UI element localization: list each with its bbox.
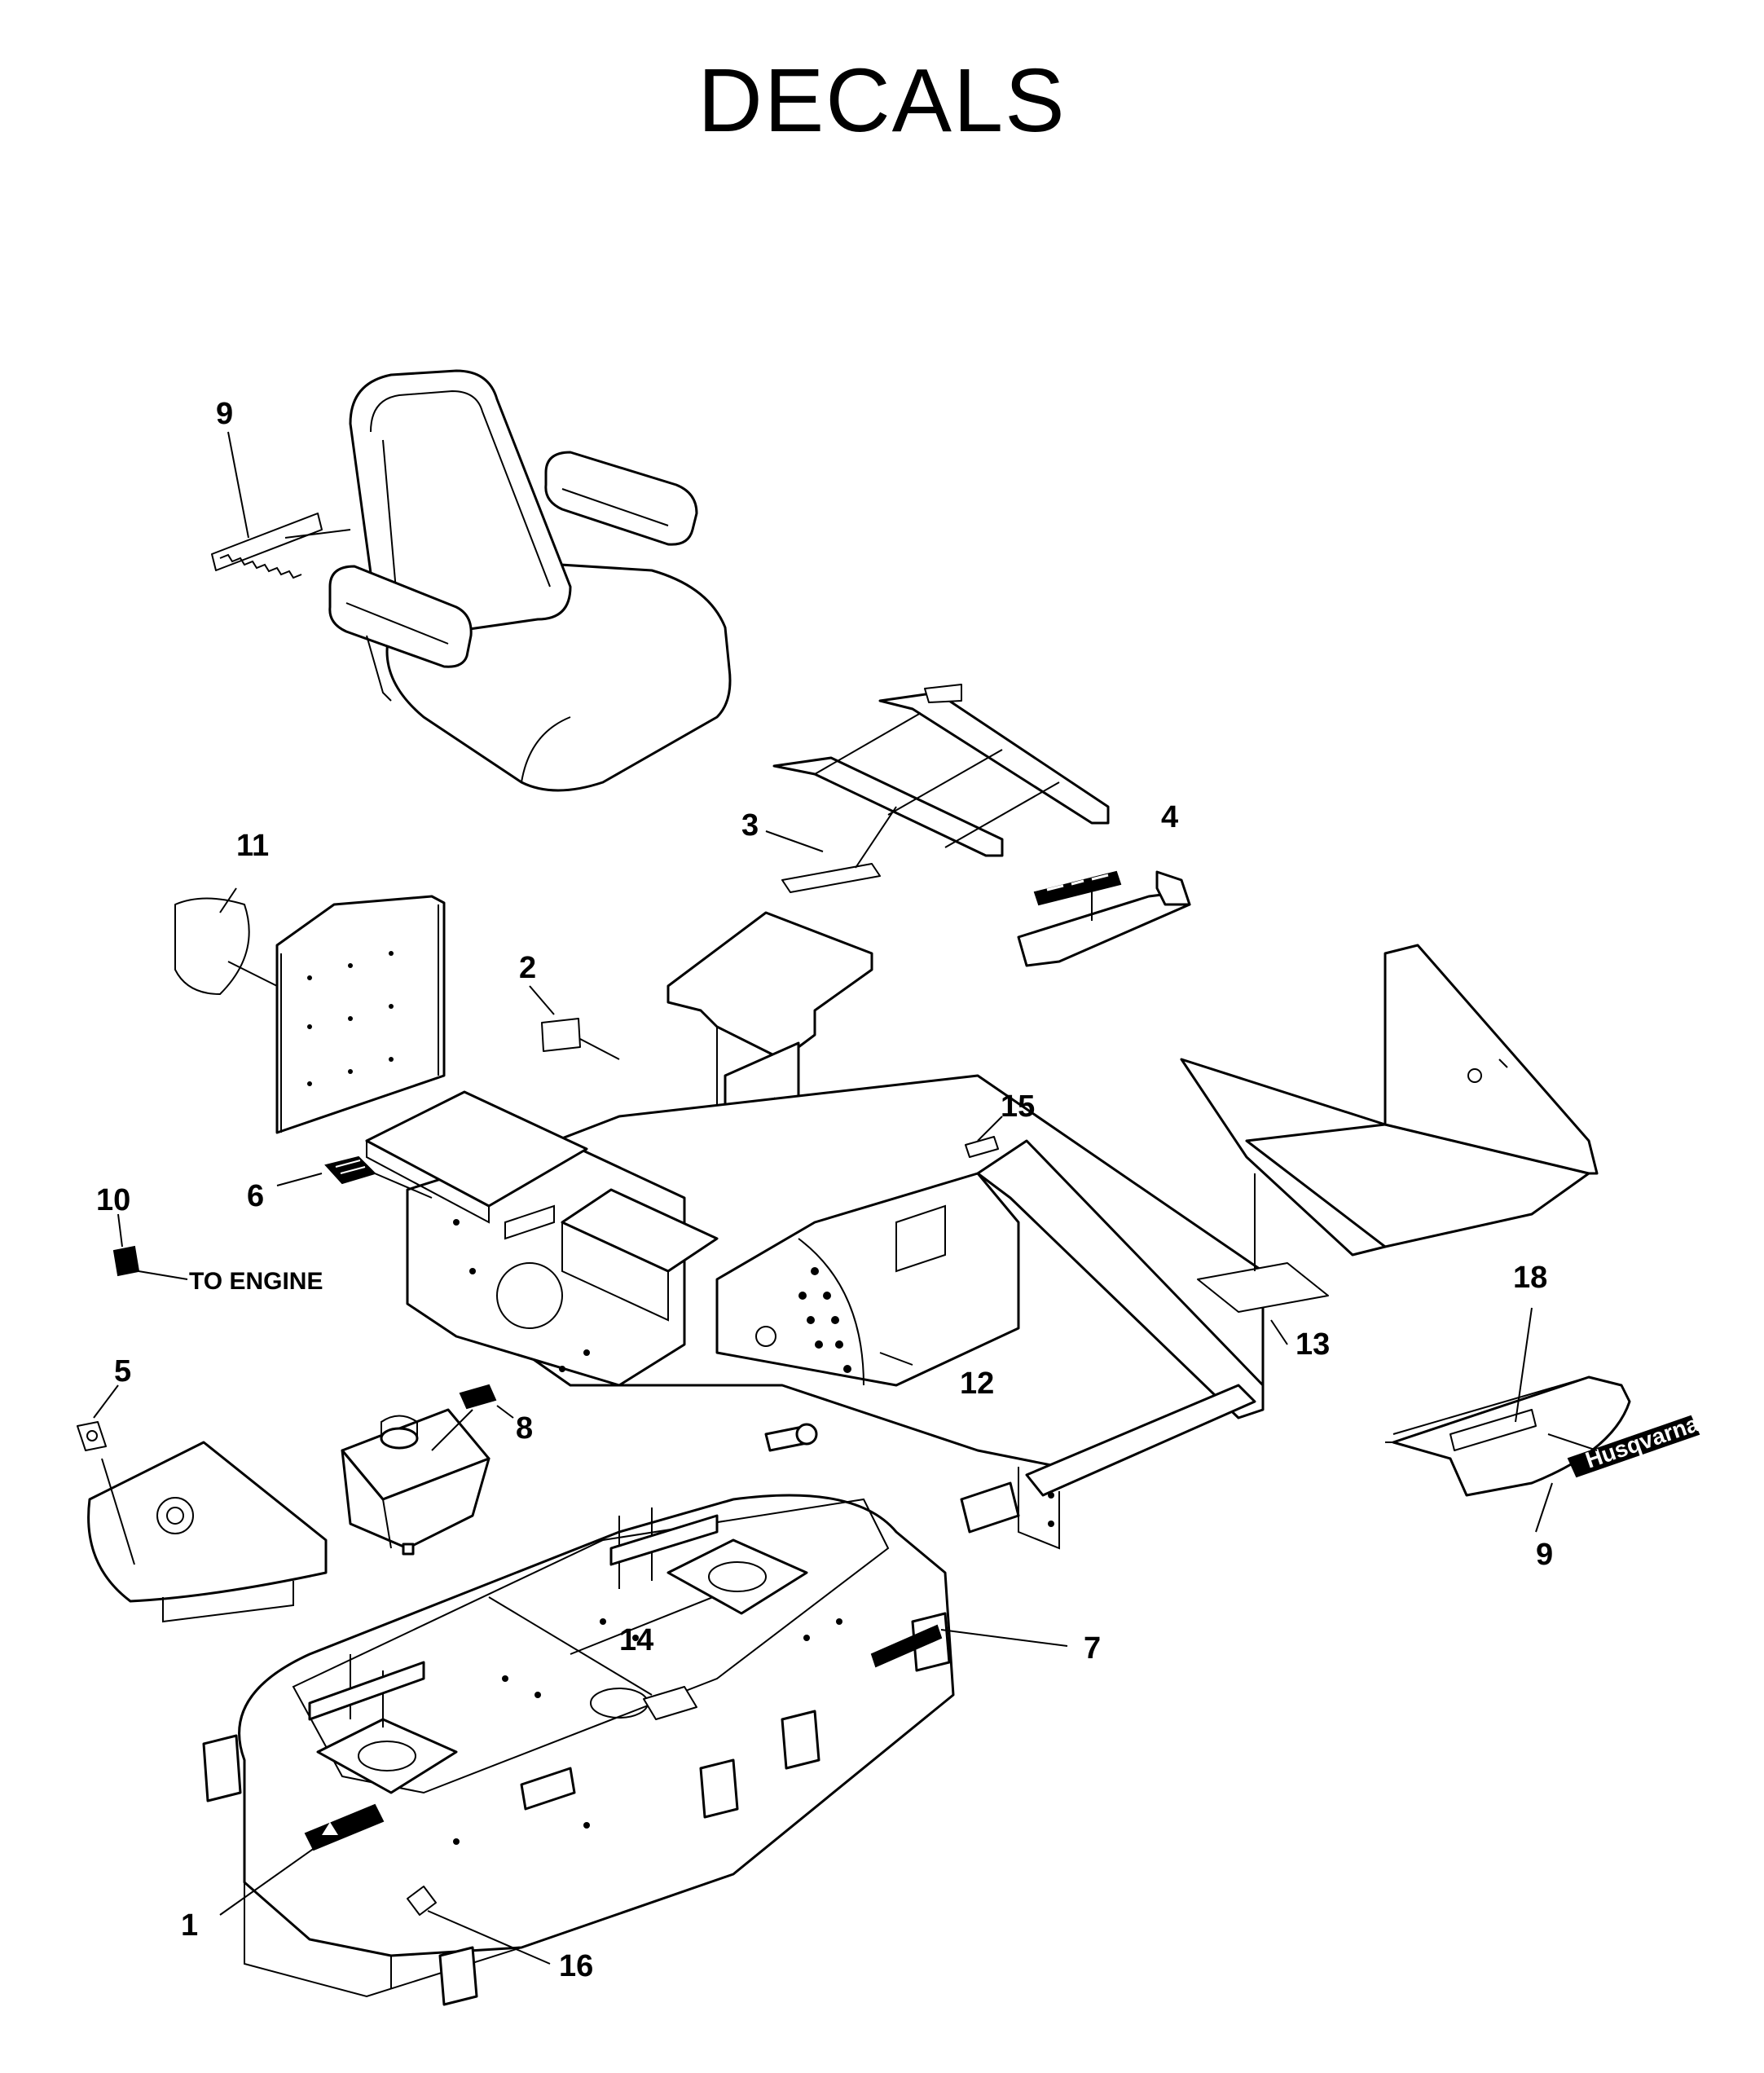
callout-12: 12 <box>960 1367 994 1401</box>
callout-10: 10 <box>96 1183 130 1217</box>
callout-1: 1 <box>181 1908 198 1943</box>
discharge-deflector: Husqvarna <box>1385 1307 1702 1533</box>
callout-18: 18 <box>1513 1261 1547 1295</box>
callout-15: 15 <box>1001 1089 1035 1124</box>
callout-16: 16 <box>559 1949 593 1983</box>
callout-3: 3 <box>741 808 759 843</box>
callout-5: 5 <box>114 1354 131 1389</box>
callout-11: 11 <box>236 829 269 863</box>
callout-labels: 9 11 3 4 2 15 10 6 13 18 5 12 8 9 14 7 1… <box>96 397 1553 1983</box>
footplate-bracket <box>765 684 1110 893</box>
reservoir-tank <box>341 1384 514 1556</box>
left-side-panel <box>174 887 446 1134</box>
mower-deck <box>202 1494 1068 2006</box>
callout-7: 7 <box>1084 1631 1101 1666</box>
seat <box>328 369 732 792</box>
main-frame <box>276 911 1265 1550</box>
callout-14: 14 <box>619 1623 653 1657</box>
left-deck-cover <box>77 1384 328 1623</box>
pedal-bracket <box>1017 870 1191 967</box>
callout-2: 2 <box>519 951 536 985</box>
callout-6: 6 <box>247 1179 264 1213</box>
callout-9-deflector: 9 <box>1536 1538 1553 1572</box>
callout-9-seat: 9 <box>216 397 233 431</box>
callout-8: 8 <box>516 1411 533 1446</box>
decal-10-group: TO ENGINE <box>112 1213 323 1295</box>
to-engine-label: TO ENGINE <box>189 1268 323 1295</box>
page-title: DECALS <box>697 51 1067 151</box>
right-floor-pan <box>1180 944 1599 1345</box>
decal-9-seat <box>211 431 351 579</box>
callout-4: 4 <box>1161 800 1178 834</box>
callout-13: 13 <box>1296 1327 1330 1362</box>
